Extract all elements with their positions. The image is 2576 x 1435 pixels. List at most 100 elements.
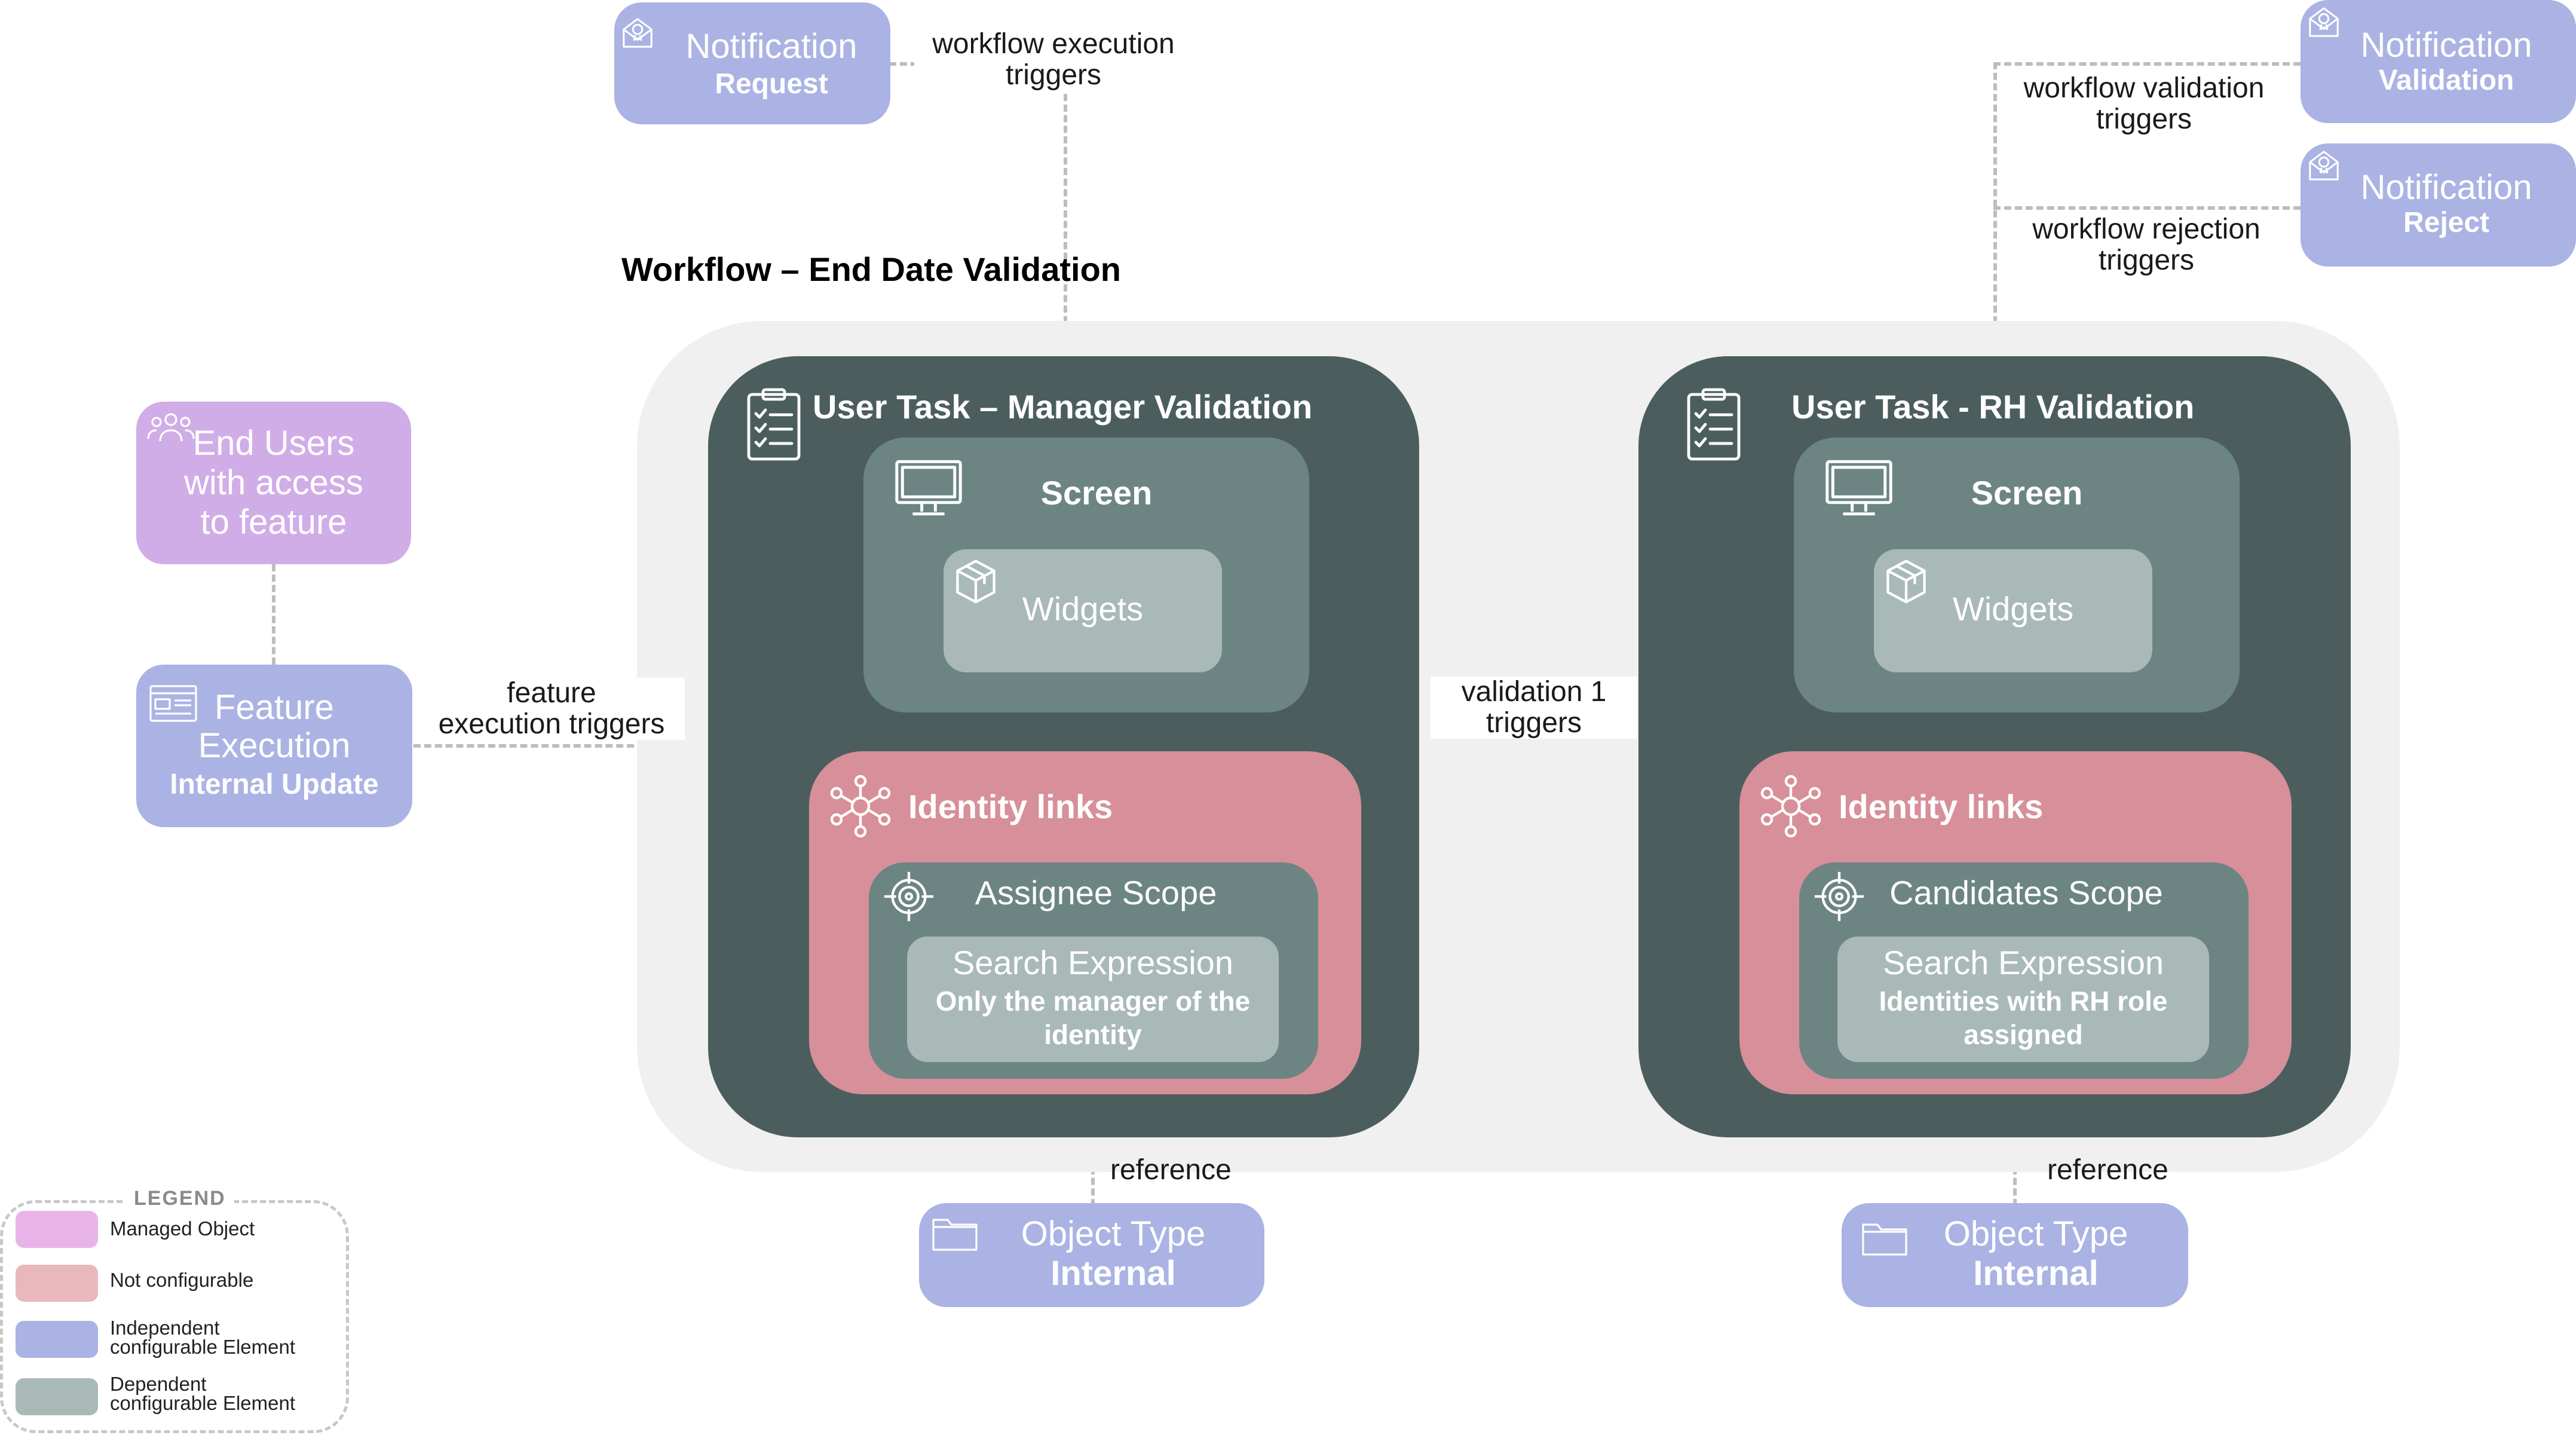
screen-panel[interactable]: Screen Widgets bbox=[863, 437, 1309, 712]
legend-text-line: Independent bbox=[110, 1317, 220, 1339]
monitor-icon bbox=[1825, 459, 1893, 519]
feature-line1: Feature bbox=[215, 688, 334, 727]
legend-text-line: configurable Element bbox=[110, 1392, 296, 1414]
target-icon bbox=[882, 870, 936, 923]
object-type-subtitle: Internal bbox=[1050, 1254, 1176, 1293]
legend-swatch-dependent bbox=[16, 1378, 98, 1415]
label-line: validation 1 bbox=[1461, 676, 1607, 708]
object-type-left[interactable]: Object Type Internal bbox=[919, 1203, 1264, 1307]
widgets-box[interactable]: Widgets bbox=[1874, 549, 2152, 672]
users-icon bbox=[147, 410, 195, 443]
legend-swatch-managed bbox=[16, 1211, 98, 1248]
legend-label-not-configurable: Not configurable bbox=[110, 1270, 253, 1290]
monitor-icon bbox=[895, 459, 963, 519]
candidates-scope-panel[interactable]: Candidates Scope Search Expression Ident… bbox=[1799, 862, 2249, 1079]
identity-links-title: Identity links bbox=[1839, 788, 2044, 825]
search-expression-box[interactable]: Search Expression Identities with RH rol… bbox=[1837, 937, 2209, 1062]
widgets-label: Widgets bbox=[1952, 590, 2074, 628]
notification-reject[interactable]: Notification Reject bbox=[2301, 143, 2576, 267]
search-expression-line1: Identities with RH role bbox=[1879, 986, 2168, 1017]
screen-panel[interactable]: Screen Widgets bbox=[1794, 437, 2240, 712]
notification-validation[interactable]: Notification Validation bbox=[2301, 0, 2576, 123]
legend-text-line: configurable Element bbox=[110, 1336, 296, 1358]
object-type-title: Object Type bbox=[1943, 1214, 2128, 1253]
user-task-rh-validation[interactable]: User Task - RH Validation Screen Widgets bbox=[1638, 356, 2351, 1137]
end-users-line3: to feature bbox=[200, 503, 347, 541]
scope-title: Candidates Scope bbox=[1889, 874, 2163, 911]
label-line: workflow validation bbox=[2023, 72, 2265, 104]
feature-execution-box[interactable]: Feature Execution Internal Update bbox=[136, 665, 412, 827]
notification-title: Notification bbox=[2360, 26, 2532, 65]
label-line: workflow rejection bbox=[2032, 213, 2260, 245]
task-title: User Task – Manager Validation bbox=[813, 388, 1313, 426]
legend-swatch-not-configurable bbox=[16, 1265, 98, 1302]
object-type-subtitle: Internal bbox=[1973, 1254, 2099, 1293]
envelope-badge-icon bbox=[620, 16, 655, 50]
notification-title: Notification bbox=[2360, 168, 2532, 207]
browser-form-icon bbox=[149, 685, 197, 722]
user-task-manager-validation[interactable]: User Task – Manager Validation Screen Wi… bbox=[708, 356, 1419, 1137]
label-line: triggers bbox=[1005, 59, 1102, 91]
screen-title: Screen bbox=[1040, 474, 1153, 512]
connector-to-notif-validation bbox=[1993, 62, 2301, 66]
network-people-icon bbox=[828, 774, 893, 839]
scope-title: Assignee Scope bbox=[975, 874, 1217, 911]
feature-line2: Execution bbox=[198, 726, 351, 765]
box-3d-icon bbox=[954, 559, 997, 604]
connector-feature-to-task1 bbox=[413, 744, 709, 748]
widgets-label: Widgets bbox=[1022, 590, 1144, 628]
folder-icon bbox=[932, 1216, 978, 1251]
label-line: triggers bbox=[2096, 103, 2192, 135]
identity-links-panel[interactable]: Identity links Candidates Scope Search E… bbox=[1739, 751, 2292, 1094]
envelope-badge-icon bbox=[2307, 148, 2341, 183]
identity-links-panel[interactable]: Identity links Assignee Scope Search Exp… bbox=[809, 751, 1361, 1094]
end-users-box[interactable]: End Users with access to feature bbox=[136, 402, 411, 564]
identity-links-title: Identity links bbox=[908, 788, 1113, 825]
clipboard-checklist-icon bbox=[745, 387, 802, 461]
legend-title: LEGEND bbox=[125, 1187, 234, 1210]
search-expression-title: Search Expression bbox=[952, 944, 1233, 981]
end-users-line1: End Users bbox=[192, 424, 355, 463]
notification-request[interactable]: Notification Request bbox=[614, 2, 890, 124]
label-line: feature bbox=[507, 677, 596, 709]
search-expression-line2: assigned bbox=[1964, 1019, 2083, 1050]
widgets-box[interactable]: Widgets bbox=[944, 549, 1222, 672]
label-feature-execution: feature execution triggers bbox=[418, 678, 685, 740]
label-reference-left: reference bbox=[1110, 1154, 1232, 1186]
task-title: User Task - RH Validation bbox=[1791, 388, 2195, 426]
label-validation-triggers: validation 1 triggers bbox=[1431, 677, 1637, 739]
clipboard-checklist-icon bbox=[1685, 387, 1742, 461]
target-icon bbox=[1812, 870, 1866, 923]
notification-subtitle: Reject bbox=[2403, 207, 2490, 238]
search-expression-line1: Only the manager of the bbox=[935, 986, 1251, 1017]
notification-subtitle: Validation bbox=[2378, 65, 2514, 96]
legend-label-independent: Independent configurable Element bbox=[110, 1318, 295, 1357]
legend-label-dependent: Dependent configurable Element bbox=[110, 1373, 296, 1414]
legend-text-line: Managed Object bbox=[110, 1217, 255, 1240]
label-line: execution triggers bbox=[438, 708, 665, 740]
label-line: triggers bbox=[2098, 244, 2195, 276]
search-expression-title: Search Expression bbox=[1882, 944, 2164, 981]
end-users-line2: with access bbox=[184, 463, 363, 502]
connector-request-down bbox=[1064, 62, 1067, 355]
workflow-title: Workflow – End Date Validation bbox=[621, 250, 1121, 288]
envelope-badge-icon bbox=[2307, 5, 2341, 39]
screen-title: Screen bbox=[1971, 474, 2083, 512]
box-3d-icon bbox=[1885, 559, 1928, 604]
folder-icon bbox=[1862, 1221, 1907, 1256]
object-type-right[interactable]: Object Type Internal bbox=[1842, 1203, 2188, 1307]
search-expression-line2: identity bbox=[1044, 1019, 1142, 1050]
notification-subtitle: Request bbox=[715, 68, 828, 100]
search-expression-box[interactable]: Search Expression Only the manager of th… bbox=[907, 937, 1279, 1062]
legend-swatch-independent bbox=[16, 1321, 98, 1358]
legend-text-line: Dependent bbox=[110, 1373, 207, 1395]
label-workflow-rejection: workflow rejection triggers bbox=[2004, 214, 2289, 276]
label-line: triggers bbox=[1485, 707, 1582, 739]
network-people-icon bbox=[1759, 774, 1823, 839]
object-type-title: Object Type bbox=[1021, 1214, 1206, 1253]
connector-users-to-feature bbox=[272, 564, 275, 665]
label-workflow-execution: workflow execution triggers bbox=[914, 29, 1193, 91]
assignee-scope-panel[interactable]: Assignee Scope Search Expression Only th… bbox=[869, 862, 1318, 1079]
label-reference-right: reference bbox=[2047, 1154, 2168, 1186]
label-line: workflow execution bbox=[932, 28, 1175, 60]
